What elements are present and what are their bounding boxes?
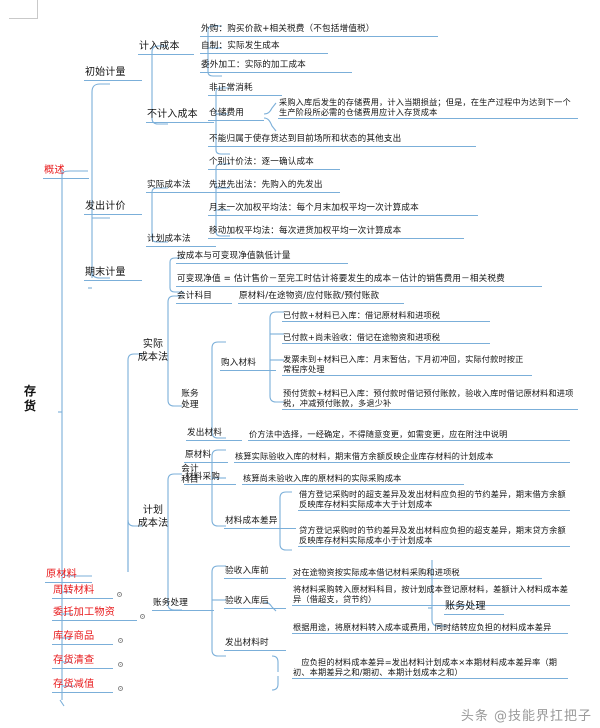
node-jihua-chengben-fa-ycl[interactable]: 计划 成本法: [137, 505, 169, 529]
watermark-text: 头条 @技能界扛把子: [460, 709, 592, 724]
bullet-dot-weituo: [140, 614, 145, 619]
node-yidong-jiaquan[interactable]: 移动加权平均法：每次进货加权平均一次计算成本: [208, 226, 464, 239]
node-kebianxian-jingzhi[interactable]: 可变现净值 = 估计售价－至完工时估计将要发生的成本－估计的销售费用－相关税费: [176, 274, 542, 287]
node-cangchu-feiyong[interactable]: 仓储费用: [208, 108, 264, 121]
node-kuaiji-kemu-jihua[interactable]: 会计 科目: [181, 464, 199, 485]
root-node-inventory[interactable]: 存货: [23, 384, 36, 413]
node-zhangwu-chuli-right[interactable]: 账务处理: [444, 600, 504, 615]
node-fachu-cailiao-shi[interactable]: 发出材料时: [224, 638, 286, 651]
node-yanshou-ruku-qian-detail[interactable]: 对在途物资按实际成本借记材料采购和进项税: [292, 567, 542, 580]
node-gouru-2[interactable]: 已付款+尚未验收：借记在途物资和进项税: [282, 332, 490, 345]
node-yuemo-jiaquan[interactable]: 月末一次加权平均法：每个月末加权平均一次计算成本: [208, 203, 478, 216]
branch-qingcha[interactable]: 存货清查: [52, 654, 113, 669]
node-gouru-4[interactable]: 预付货款+材料已入库：预付款时借记预付账款，验收入库时借记原材料和进项税，冲减预…: [282, 388, 578, 411]
node-weiwai-jiagong[interactable]: 委外加工：实际的加工成本: [200, 60, 352, 73]
node-qita-zhichu[interactable]: 不能归属于使存货达到目前场所和状态的其他支出: [208, 134, 476, 147]
node-bujiru-chengben[interactable]: 不计入成本: [146, 108, 214, 123]
node-jiru-chengben[interactable]: 计入成本: [138, 40, 194, 55]
node-kemu-cailiao-caigou[interactable]: 材料采购: [184, 472, 236, 485]
branch-gaishu[interactable]: 概述: [43, 164, 89, 179]
node-jihua-chengben-fa[interactable]: 计划成本法: [146, 234, 216, 247]
node-qimo-jiliang[interactable]: 期末计量: [84, 266, 142, 281]
branch-zhouzhuan[interactable]: 周转材料: [52, 584, 113, 599]
branch-yuancailiao[interactable]: 原材料: [45, 568, 92, 583]
bullet-dot-zhouzhuan: [117, 592, 122, 597]
node-gebie-jijia[interactable]: 个别计价法：逐一确认成本: [208, 157, 340, 170]
node-shiji-chengben-fa[interactable]: 实际成本法: [146, 180, 216, 193]
bullet-dot-qingcha: [118, 662, 123, 667]
node-feizhengchang-xiaohao[interactable]: 非正常消耗: [208, 83, 282, 96]
node-chayi-daifang[interactable]: 贷方登记采购时的节约差异及发出材料应负担的超支差异，期末贷方余额反映库存材料实际…: [298, 525, 570, 548]
branch-weituo[interactable]: 委托加工物资: [52, 606, 137, 621]
node-yanshou-ruku-qian[interactable]: 验收入库前: [224, 566, 286, 579]
node-gouru-1[interactable]: 已付款+材料已入库：借记原材料和进项税: [282, 310, 490, 323]
node-kemu-yuancailiao[interactable]: 原材料: [184, 450, 228, 463]
node-fachu-cailiao-detail[interactable]: 价方法中选择，一经确定，不得随意变更，如需变更，应在附注中说明: [248, 429, 570, 442]
branch-jianzhi[interactable]: 存货减值: [52, 678, 113, 693]
node-chushi-jiliang[interactable]: 初始计量: [84, 66, 142, 81]
node-kemu-cailiao-caigou-detail[interactable]: 核算尚未验收入库的原材料的实际采购成本: [242, 473, 464, 486]
node-kuaiji-kemu-shiji[interactable]: 会计科目: [176, 291, 232, 304]
node-gouru-3[interactable]: 发票未到+材料已入库：月末暂估，下月初冲回，实际付款时按正常程序处理: [282, 354, 532, 377]
node-xianjin-xianchu[interactable]: 先进先出法：先购入的先发出: [208, 180, 340, 193]
page-corner-mark: [9, 0, 38, 19]
node-yanshou-ruku-hou[interactable]: 验收入库后: [224, 596, 286, 609]
node-fachu-cailiao-shi-detail2[interactable]: 应负担的材料成本差异=发出材料计划成本×本期材料成本差异率（期初、本期差异之和/…: [292, 657, 568, 680]
node-shiji-chengben-fa-ycl[interactable]: 实际 成本法: [137, 339, 169, 363]
node-kuaiji-kemu-shiji-detail[interactable]: 原材料/在途物资/应付账款/预付账款: [238, 291, 404, 304]
node-fachu-jijia[interactable]: 发出计价: [84, 200, 142, 215]
node-chayi-jiefang[interactable]: 借方登记采购时的超支差异及发出材料应负担的节约差异，期末借方余额反映库存材料实际…: [298, 489, 570, 512]
node-zhangwu-chuli-shiji[interactable]: 账务 处理: [181, 389, 199, 410]
node-kemu-chengben-chayi[interactable]: 材料成本差异: [224, 516, 296, 529]
node-gouru-cailiao[interactable]: 购入材料: [220, 358, 276, 371]
node-waigou[interactable]: 外购：购买价款+相关税费（不包括增值税）: [200, 24, 438, 37]
bullet-dot-kucun: [118, 638, 123, 643]
node-qimo-shudi[interactable]: 按成本与可变现净值孰低计量: [176, 251, 348, 264]
node-zizhi[interactable]: 自制：实际发生成本: [200, 41, 328, 54]
bullet-dot-jianzhi: [118, 686, 123, 691]
node-zhangwu-chuli-jihua[interactable]: 账务处理: [152, 598, 214, 611]
node-fachu-cailiao-shi-detail[interactable]: 根据用途，将原材料转入成本或费用，同时结转应负担的材料成本差异: [292, 622, 568, 635]
node-cangchu-detail[interactable]: 采购入库后发生的存储费用，计入当期损益；但是，在生产过程中为达到下一个生产阶段所…: [278, 97, 578, 120]
node-kemu-yuancailiao-detail[interactable]: 核算实际验收入库的材料，期末借方余额反映企业库存材料的计划成本: [234, 451, 570, 464]
node-yanshou-ruku-hou-detail[interactable]: 将材料采购转入原材料科目，按计划成本登记原材料，差额计入材料成本差异（借超支，贷…: [292, 584, 570, 607]
node-fachu-cailiao[interactable]: 发出材料: [186, 428, 242, 441]
branch-kucun[interactable]: 库存商品: [52, 630, 113, 645]
